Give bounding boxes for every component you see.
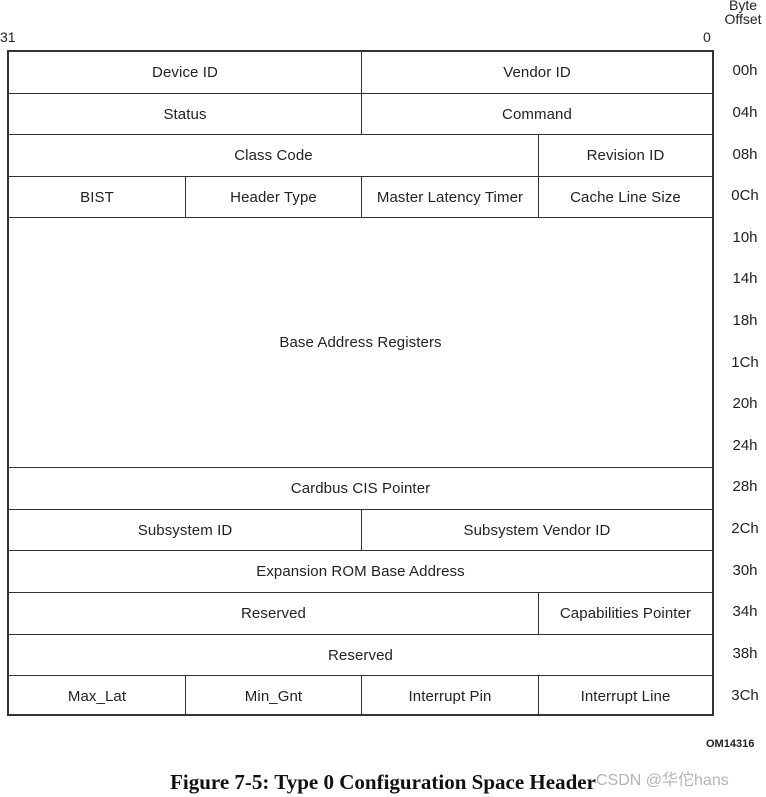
field-class-code: Class Code (234, 147, 313, 164)
offset-label: 20h (732, 395, 758, 412)
field-interrupt-line: Interrupt Line (580, 687, 671, 705)
row-divider (9, 134, 712, 135)
field-capabilities-pointer: Capabilities Pointer (559, 605, 692, 622)
offset-label: 10h (732, 229, 758, 246)
watermark: CSDN @华佗hans (596, 772, 729, 789)
offset-label: 38h (732, 645, 758, 662)
row-divider (9, 93, 712, 94)
field-revision-id: Revision ID (586, 147, 665, 164)
row-divider (9, 509, 712, 510)
field-bist: BIST (80, 188, 114, 206)
field-cardbus-cis-pointer: Cardbus CIS Pointer (290, 480, 431, 497)
field-status: Status (163, 105, 207, 123)
column-divider (361, 52, 362, 93)
row-divider (9, 467, 712, 468)
offset-label: 3Ch (731, 687, 759, 704)
column-divider (361, 675, 362, 716)
figure-caption: Figure 7-5: Type 0 Configuration Space H… (170, 770, 596, 794)
offset-label: 18h (732, 312, 758, 329)
offset-label: 14h (732, 270, 758, 287)
field-base-address-registers: Base Address Registers (279, 334, 442, 351)
figure-id: OM14316 (706, 738, 755, 750)
field-vendor-id: Vendor ID (503, 64, 571, 81)
offset-label: 04h (732, 104, 758, 121)
field-subsystem-id: Subsystem ID (137, 521, 233, 539)
field-min-gnt: Min_Gnt (244, 687, 303, 705)
offset-label: 2Ch (731, 520, 759, 537)
offset-label: 1Ch (731, 354, 759, 371)
field-interrupt-pin: Interrupt Pin (408, 687, 492, 705)
field-device-id: Device ID (152, 64, 218, 81)
offset-label: 0Ch (731, 187, 759, 204)
byte-offset-header: Byte Offset (724, 0, 762, 27)
bit-31-label: 31 (0, 29, 16, 45)
row-divider (9, 675, 712, 676)
field-subsystem-vendor-id: Subsystem Vendor ID (463, 521, 611, 539)
column-divider (538, 134, 539, 176)
column-divider (538, 592, 539, 634)
field-command: Command (502, 105, 572, 123)
column-divider (361, 93, 362, 134)
field-master-latency-timer: Master Latency Timer (376, 188, 524, 206)
field-reserved-38h: Reserved (328, 646, 393, 664)
row-divider (9, 176, 712, 177)
field-reserved-34h: Reserved (241, 605, 306, 622)
offset-label: 24h (732, 437, 758, 454)
register-table: Device ID Vendor ID Status Command Class… (7, 50, 714, 716)
column-divider (538, 176, 539, 217)
field-max-lat: Max_Lat (67, 687, 127, 705)
row-divider (9, 550, 712, 551)
offset-label: 08h (732, 146, 758, 163)
offset-label: 34h (732, 603, 758, 620)
column-divider (538, 675, 539, 716)
offset-label: 00h (732, 62, 758, 79)
row-divider (9, 592, 712, 593)
row-divider (9, 634, 712, 635)
offset-label: 28h (732, 478, 758, 495)
column-divider (361, 509, 362, 550)
row-divider (9, 217, 712, 218)
bit-0-label: 0 (703, 29, 711, 45)
field-header-type: Header Type (230, 188, 317, 206)
column-divider (185, 675, 186, 716)
field-cache-line-size: Cache Line Size (570, 188, 681, 206)
offset-label: 30h (732, 562, 758, 579)
column-divider (185, 176, 186, 217)
column-divider (361, 176, 362, 217)
field-expansion-rom-base-address: Expansion ROM Base Address (256, 563, 465, 580)
